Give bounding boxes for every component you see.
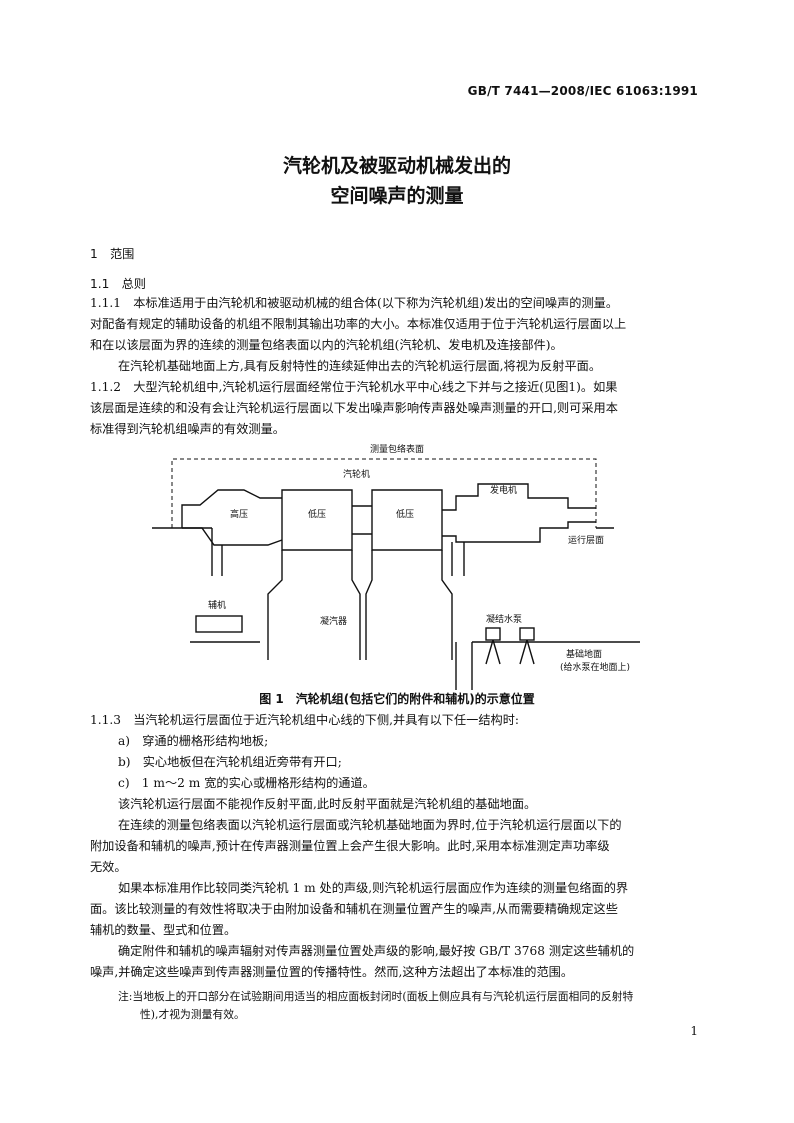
figure-caption: 图 1 汽轮机组(包括它们的附件和辅机)的示意位置 (259, 692, 535, 706)
section-1-1-heading: 1.1 总则 (90, 277, 146, 291)
paragraph-line: 1.1.1 本标准适用于由汽轮机和被驱动机械的组合体(以下称为汽轮机组)发出的空… (90, 296, 619, 310)
paragraph-line: 在汽轮机基础地面上方,具有反射特性的连续延伸出去的汽轮机运行层面,将视为反射平面… (118, 359, 602, 373)
label-op-floor: 运行层面 (568, 534, 604, 546)
label-turbine: 汽轮机 (343, 468, 370, 480)
paragraph-line: 该汽轮机运行层面不能视作反射平面,此时反射平面就是汽轮机组的基础地面。 (118, 797, 537, 811)
label-lp2: 低压 (396, 508, 414, 520)
paragraph-line: 该层面是连续的和没有会让汽轮机运行层面以下发出噪声影响传声器处噪声测量的开口,则… (90, 401, 618, 415)
paragraph-line: 1.1.2 大型汽轮机组中,汽轮机运行层面经常位于汽轮机水平中心线之下并与之接近… (90, 380, 618, 394)
paragraph-line: 对配备有规定的辅助设备的机组不限制其输出功率的大小。本标准仅适用于位于汽轮机运行… (90, 317, 627, 331)
label-base-1: 基础地面 (566, 648, 602, 660)
label-envelope: 测量包络表面 (370, 443, 424, 455)
label-hp: 高压 (230, 508, 248, 520)
paragraph-line: 标准得到汽轮机组噪声的有效测量。 (90, 422, 285, 436)
page-title-line2: 空间噪声的测量 (330, 185, 464, 207)
paragraph-line: 确定附件和辅机的噪声辐射对传声器测量位置处声级的影响,最好按 GB/T 3768… (118, 944, 635, 958)
list-item: b) 实心地板但在汽轮机组近旁带有开口; (118, 755, 342, 769)
label-aux: 辅机 (208, 599, 226, 611)
paragraph-line: 噪声,并确定这些噪声到传声器测量位置的传播特性。然而,这种方法超出了本标准的范围… (90, 965, 574, 979)
label-pump: 凝结水泵 (486, 613, 522, 625)
paragraph-line: 辅机的数量、型式和位置。 (90, 923, 237, 937)
paragraph-line: 面。该比较测量的有效性将取决于由附加设备和辅机在测量位置产生的噪声,从而需要精确… (90, 902, 618, 916)
paragraph-line: 无效。 (90, 860, 127, 874)
standard-number: GB/T 7441—2008/IEC 61063:1991 (467, 84, 698, 98)
list-item: a) 穿通的栅格形结构地板; (118, 734, 269, 748)
section-1-heading: 1 范围 (90, 247, 135, 261)
label-generator: 发电机 (490, 484, 517, 496)
page-number: 1 (690, 1024, 698, 1038)
paragraph-line: 在连续的测量包络表面以汽轮机运行层面或汽轮机基础地面为界时,位于汽轮机运行层面以… (118, 818, 622, 832)
label-lp1: 低压 (308, 508, 326, 520)
label-base-2: (给水泵在地面上) (560, 661, 630, 673)
paragraph-line: 如果本标准用作比较同类汽轮机 1 m 处的声级,则汽轮机运行层面应作为连续的测量… (118, 881, 629, 895)
paragraph-line: 附加设备和辅机的噪声,预计在传声器测量位置上会产生很大影响。此时,采用本标准测定… (90, 839, 610, 853)
paragraph-line: 和在以该层面为界的连续的测量包络表面以内的汽轮机组(汽轮机、发电机及连接部件)。 (90, 338, 563, 352)
label-condenser: 凝汽器 (320, 615, 347, 627)
page-title-line1: 汽轮机及被驱动机械发出的 (282, 155, 511, 177)
note-line: 性),才视为测量有效。 (140, 1008, 245, 1021)
note-line: 注:当地板上的开口部分在试验期间用适当的相应面板封闭时(面板上侧应具有与汽轮机运… (118, 990, 634, 1003)
list-item: c) 1 m～2 m 宽的实心或栅格形结构的通道。 (118, 776, 375, 790)
paragraph-line: 1.1.3 当汽轮机运行层面位于近汽轮机组中心线的下侧,并具有以下任一结构时: (90, 713, 519, 727)
